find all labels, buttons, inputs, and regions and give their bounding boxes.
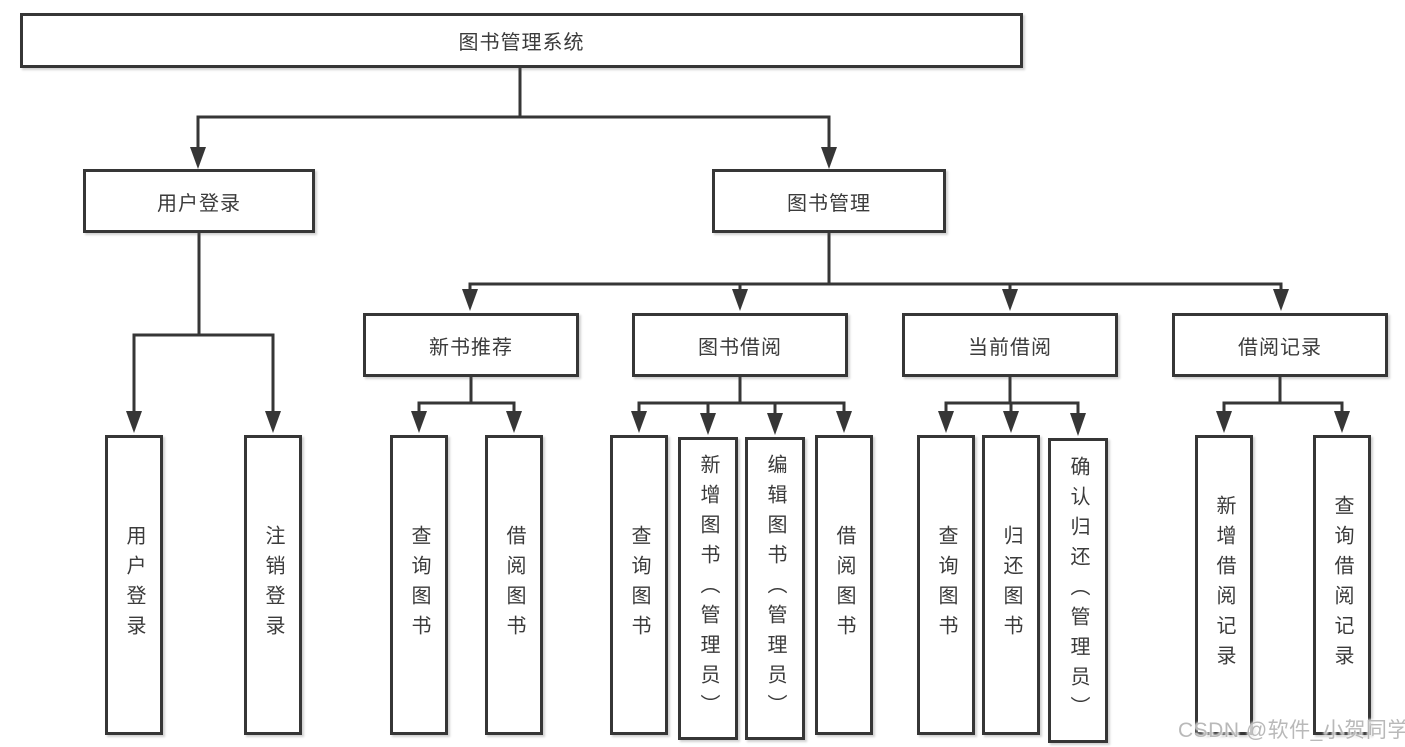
leaf-user-login-label: 用户登录 [123, 525, 145, 645]
leaf-logout-label: 注销登录 [262, 525, 284, 645]
leaf-return-book-label: 归还图书 [1000, 525, 1022, 645]
node-new-book-recommend-label: 新书推荐 [429, 336, 513, 359]
connector-user-login-to-leaves [126, 231, 281, 433]
leaf-borrow-query-book: 查询图书 [610, 435, 668, 735]
node-book-borrow-label: 图书借阅 [698, 336, 782, 359]
leaf-recommend-query-book-label: 查询图书 [408, 525, 430, 645]
leaf-user-login: 用户登录 [105, 435, 163, 735]
node-book-borrow: 图书借阅 [632, 313, 848, 377]
leaf-add-book-admin-label: 新增图书（管理员） [697, 453, 719, 724]
leaf-confirm-return-admin-label: 确认归还（管理员） [1067, 455, 1089, 726]
node-user-login: 用户登录 [83, 169, 315, 233]
leaf-current-query-book: 查询图书 [917, 435, 975, 735]
leaf-add-borrow-record-label: 新增借阅记录 [1213, 495, 1235, 675]
leaf-logout: 注销登录 [244, 435, 302, 735]
node-book-management: 图书管理 [712, 169, 946, 233]
leaf-borrow-book-label: 借阅图书 [833, 525, 855, 645]
leaf-edit-book-admin: 编辑图书（管理员） [745, 437, 805, 740]
connector-borrow-record-to-leaves [1216, 375, 1350, 433]
connector-current-borrow-to-leaves [938, 375, 1086, 436]
node-root-system: 图书管理系统 [20, 13, 1023, 68]
leaf-borrow-query-book-label: 查询图书 [628, 525, 650, 645]
leaf-confirm-return-admin: 确认归还（管理员） [1048, 438, 1108, 743]
node-borrow-record: 借阅记录 [1172, 313, 1388, 377]
leaf-query-borrow-record-label: 查询借阅记录 [1331, 495, 1353, 675]
node-new-book-recommend: 新书推荐 [363, 313, 579, 377]
node-current-borrow-label: 当前借阅 [968, 336, 1052, 359]
node-user-login-label: 用户登录 [157, 192, 241, 215]
node-book-management-label: 图书管理 [787, 192, 871, 215]
watermark: CSDN @软件_小贺同学 [1178, 719, 1405, 742]
leaf-recommend-borrow-book-label: 借阅图书 [503, 525, 525, 645]
node-root-system-label: 图书管理系统 [458, 32, 585, 54]
leaf-borrow-book: 借阅图书 [815, 435, 873, 735]
leaf-add-book-admin: 新增图书（管理员） [678, 437, 738, 740]
leaf-recommend-query-book: 查询图书 [390, 435, 448, 735]
connector-book-borrow-to-leaves [631, 375, 852, 435]
connector-root-to-level2 [190, 66, 837, 169]
node-borrow-record-label: 借阅记录 [1238, 336, 1322, 359]
leaf-query-borrow-record: 查询借阅记录 [1313, 435, 1371, 735]
connector-book-management-to-level3 [462, 231, 1289, 311]
node-current-borrow: 当前借阅 [902, 313, 1118, 377]
connector-new-book-recommend-to-leaves [411, 375, 522, 433]
leaf-add-borrow-record: 新增借阅记录 [1195, 435, 1253, 735]
leaf-edit-book-admin-label: 编辑图书（管理员） [764, 453, 786, 724]
leaf-current-query-book-label: 查询图书 [935, 525, 957, 645]
leaf-recommend-borrow-book: 借阅图书 [485, 435, 543, 735]
leaf-return-book: 归还图书 [982, 435, 1040, 735]
